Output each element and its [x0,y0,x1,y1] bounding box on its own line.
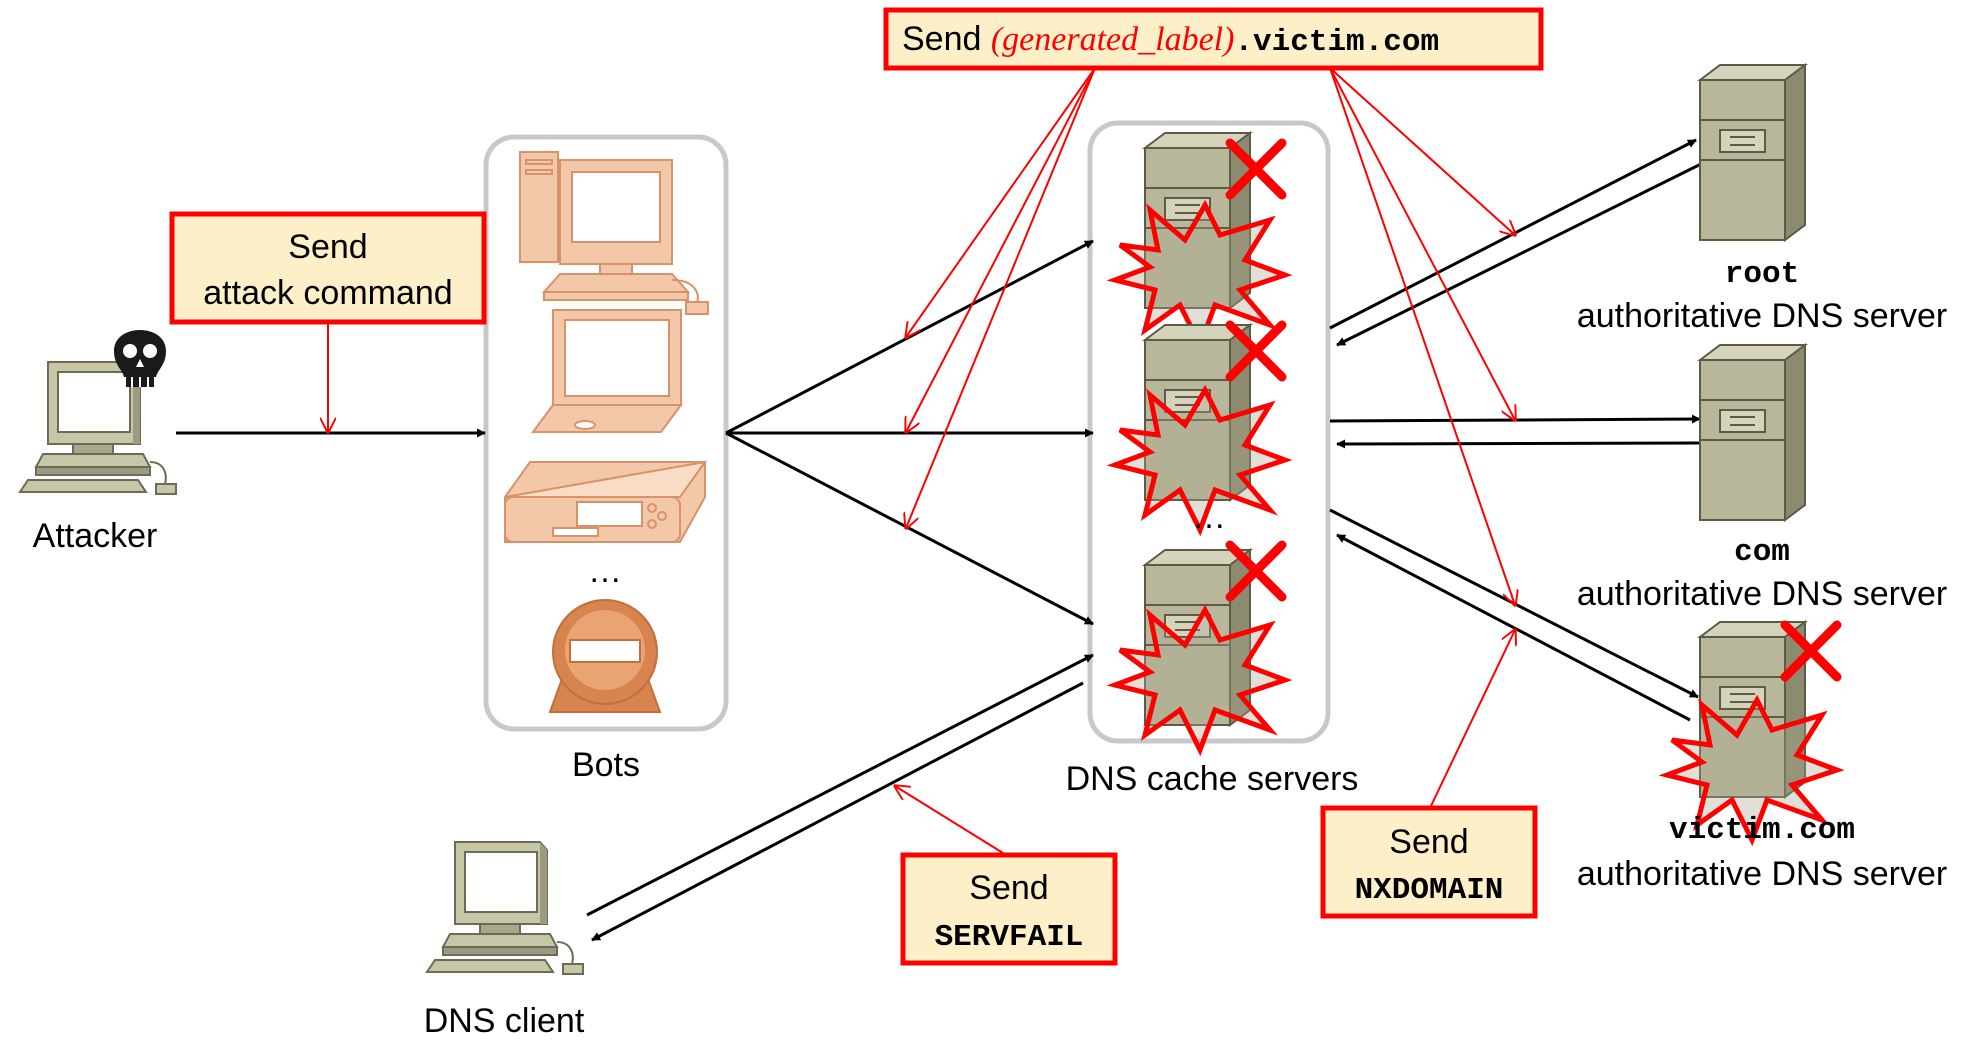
set-top-box-icon [504,460,708,543]
callout-box [169,211,487,325]
bots-label: Bots [572,746,640,784]
query-pointer-3 [906,67,1096,528]
explosion-icon [1115,610,1285,750]
query-generated-label: (generated_label) [991,21,1235,58]
server-tower-icon [1699,64,1806,241]
nxdomain-callout: Send NXDOMAIN [1320,805,1538,919]
bots-column: … Bots [504,151,709,784]
com-to-cache-arrow [1336,439,1701,449]
desktop-computer-icon [426,841,584,975]
servfail-pointer [895,786,1004,854]
attack-command-callout: Send attack command [169,211,487,325]
nxdomain-pointer [1429,630,1515,809]
root-authoritative-server: root authoritative DNS server [1577,64,1947,335]
query-pointer-6 [1329,67,1515,605]
victim-auth-label: authoritative DNS server [1577,855,1947,893]
com-name: com [1734,535,1790,570]
desktop-computer-icon [519,151,709,315]
dns-client-label: DNS client [424,1002,585,1040]
cache-servers-label: DNS cache servers [1066,760,1359,798]
callout-box [1320,805,1538,919]
webcam-icon [548,599,662,713]
victim-authoritative-server: victim.com authoritative DNS server [1577,622,1947,893]
red-annotation-lines [328,67,1515,854]
callout-box [883,7,1544,71]
query-callout: Send (generated_label).victim.com [883,7,1544,71]
nxdomain-line1: Send [1389,823,1468,861]
query-domain: .victim.com [1234,25,1439,60]
cache-to-client-arrow [591,681,1084,942]
attacker-computer: Attacker [19,330,177,555]
victim-name: victim.com [1669,813,1855,848]
root-name: root [1725,257,1799,292]
client-to-cache-arrow [586,653,1094,917]
com-authoritative-server: com authoritative DNS server [1577,344,1947,613]
query-pointer-2 [906,67,1096,432]
query-pointer-1 [906,67,1096,337]
cache-server-1 [1115,132,1285,345]
cache-ellipsis: … [1192,498,1226,536]
cache-servers: … DNS cache servers [1066,132,1359,798]
attacker-label: Attacker [33,517,158,555]
query-pointer-5 [1329,67,1515,420]
cache-server-3 [1115,545,1285,750]
callout-box [900,852,1118,966]
bots-ellipsis: … [588,552,622,590]
root-to-cache-arrow [1336,161,1704,347]
servfail-line1: Send [969,869,1048,907]
dns-client: DNS client [424,841,585,1040]
nxdomain-line2: NXDOMAIN [1355,873,1504,908]
laptop-icon [531,309,683,433]
server-tower-icon [1699,344,1806,521]
bots-to-cache-1-arrow [725,239,1094,435]
query-prefix: Send [902,20,991,58]
attack-command-line2: attack command [203,274,452,312]
com-auth-label: authoritative DNS server [1577,575,1947,613]
query-callout-text: Send (generated_label).victim.com [902,20,1439,60]
attack-command-line1: Send [288,228,367,266]
query-pointer-4 [1329,67,1515,235]
bots-to-cache-3-arrow [725,431,1094,626]
skull-icon [114,330,166,387]
servfail-callout: Send SERVFAIL [900,852,1118,966]
victim-to-cache-arrow [1336,533,1691,722]
root-auth-label: authoritative DNS server [1577,297,1947,335]
servfail-line2: SERVFAIL [935,920,1084,955]
